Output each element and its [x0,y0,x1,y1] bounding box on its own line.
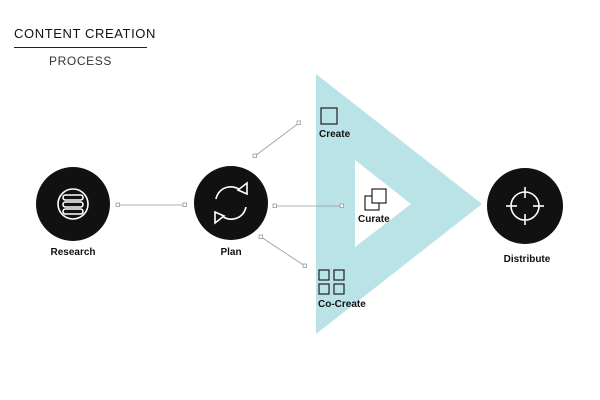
research-label: Research [50,247,95,258]
plan-label: Plan [220,247,241,258]
diagram-title: CONTENT CREATION [14,26,157,41]
square-icon [320,107,338,125]
title-divider [14,47,147,48]
cocreate-label: Co-Create [318,299,366,310]
curate-label: Curate [358,214,390,225]
connector-dot [258,234,263,239]
grid-squares-icon [318,269,345,295]
distribute-label: Distribute [504,254,551,265]
crosshair-target-icon [506,187,544,225]
stacked-lines-icon [57,188,89,220]
diagram-subtitle: PROCESS [49,54,112,68]
create-label: Create [319,129,351,140]
connectors [115,120,344,268]
funnel-triangle [316,74,482,334]
connector-dot [182,202,187,207]
connector-plan-create [254,122,300,157]
connector-dot [115,202,120,207]
connector-dot [302,263,307,268]
connector-dot [339,203,344,208]
plan-node [194,166,268,240]
refresh-arrows-icon [214,181,248,225]
connector-dot [272,203,277,208]
overlapping-squares-icon [364,188,387,211]
connector-dot [252,153,257,158]
connector-dot [296,120,301,125]
research-node [36,167,110,241]
distribute-node [487,168,563,244]
connector-plan-cocreate [260,236,306,267]
